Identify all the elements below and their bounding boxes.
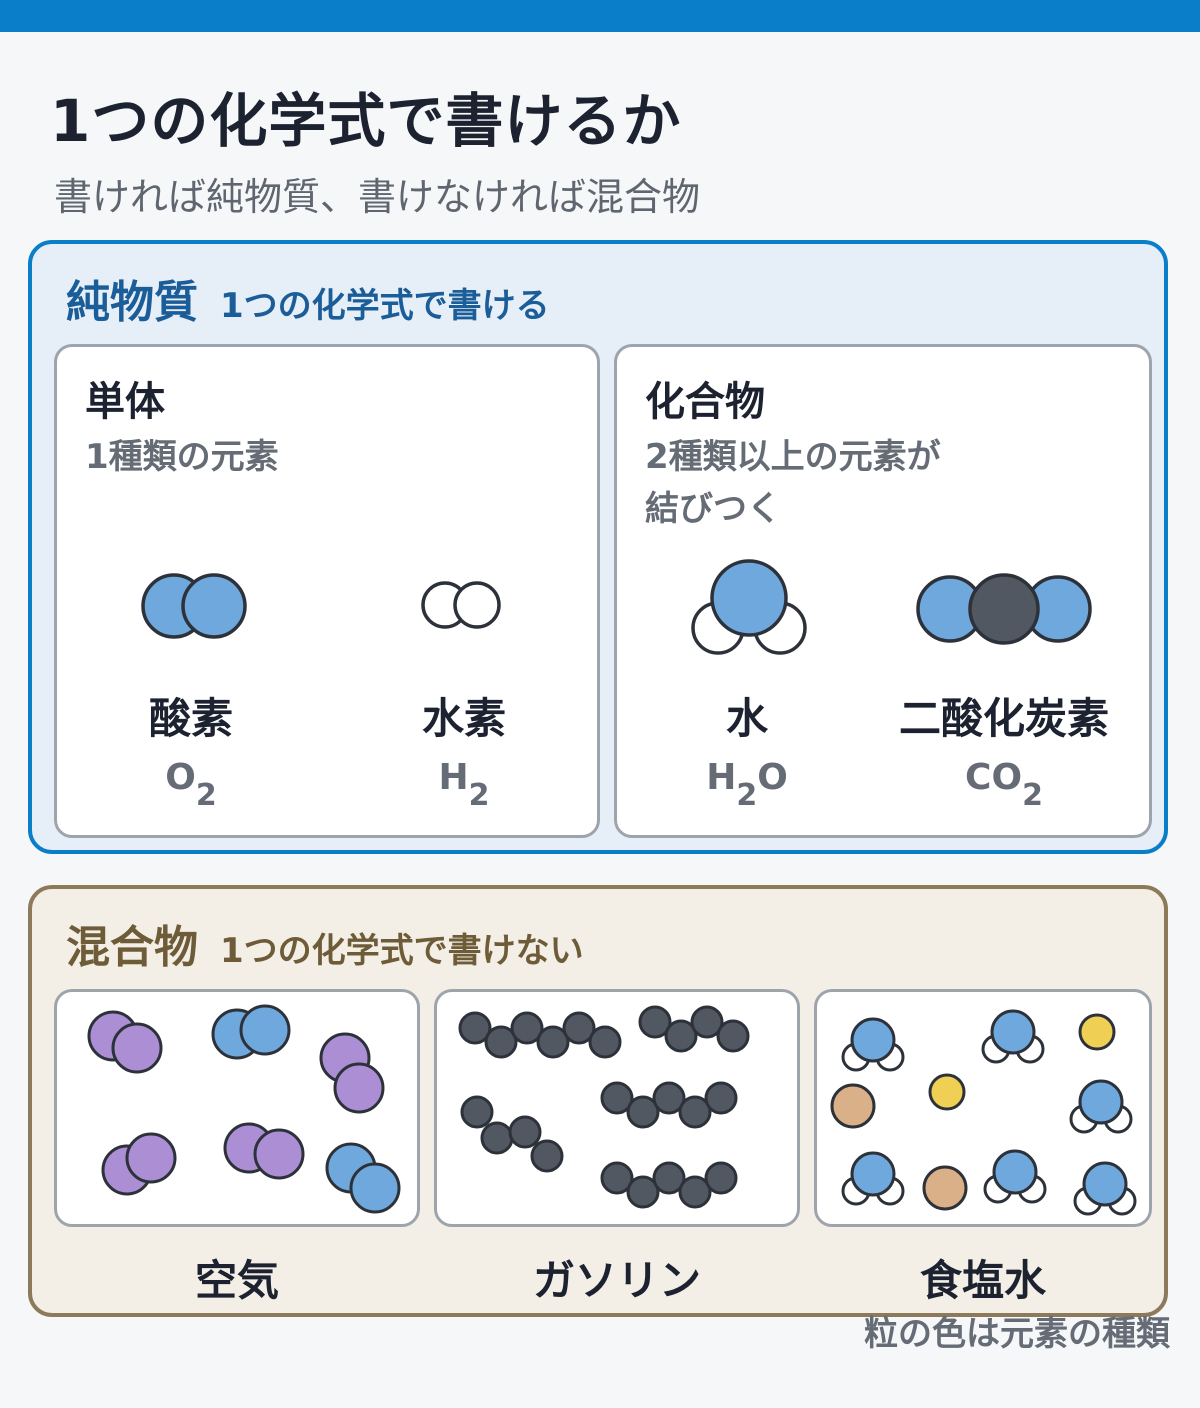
carbon-dioxide-molecule	[916, 573, 1092, 645]
water-formula: H2O	[706, 757, 788, 813]
oxygen-particle	[239, 1004, 291, 1056]
carbon-particle	[562, 1011, 596, 1045]
compound-molecules-svg	[691, 559, 1092, 655]
simple-substance-card: 単体 1種類の元素 酸素 O2 水素 H2	[54, 344, 600, 838]
gasoline-label: ガソリン	[532, 1256, 702, 1305]
saltwater-particles-svg	[830, 1009, 1137, 1216]
carbon-particle	[626, 1095, 660, 1129]
hydrogen-formula: H2	[438, 757, 490, 813]
saltwater-label: 食塩水	[919, 1256, 1047, 1305]
pure-substance-title: 純物質	[66, 277, 198, 328]
carbon-particle	[664, 1019, 698, 1053]
compound-title: 化合物	[645, 379, 765, 425]
footnote: 粒の色は元素の種類	[864, 1314, 1170, 1354]
carbon-particle	[460, 1095, 494, 1129]
carbon-particle	[588, 1025, 622, 1059]
carbon-particle	[480, 1121, 514, 1155]
pure-substance-panel: 純物質 1つの化学式で書ける 単体 1種類の元素 酸素 O2 水素 H2 化合物 …	[28, 240, 1168, 854]
carbon-particle	[716, 1019, 750, 1053]
mixture-subtitle: 1つの化学式で書けない	[220, 931, 584, 971]
carbon-particle	[484, 1025, 518, 1059]
chloride-ion	[922, 1165, 968, 1211]
nitrogen-particle	[253, 1128, 305, 1180]
oxygen-particle	[990, 1009, 1036, 1055]
air-particles-svg	[87, 1004, 401, 1214]
oxygen-particle	[1078, 1079, 1124, 1125]
compound-card: 化合物 2種類以上の元素が 結びつく 水 H2O 二酸化炭素 CO2	[614, 344, 1152, 838]
nitrogen-particle	[111, 1022, 163, 1074]
carbon-particle	[652, 1081, 686, 1115]
carbon-particle	[536, 1025, 570, 1059]
water-name: 水	[725, 694, 769, 743]
carbon-dioxide-formula: CO2	[965, 757, 1043, 813]
simple-substance-desc: 1種類の元素	[85, 437, 279, 477]
oxygen-particle	[850, 1017, 896, 1063]
carbon-particle	[652, 1161, 686, 1195]
carbon-particle	[678, 1175, 712, 1209]
simple-molecules-svg	[141, 573, 501, 639]
gasoline-card	[434, 989, 800, 1227]
air-card	[54, 989, 420, 1227]
nitrogen-particle	[125, 1132, 177, 1184]
sodium-ion	[928, 1073, 966, 1111]
saltwater-card	[814, 989, 1152, 1227]
mixture-heading: 混合物 1つの化学式で書けない	[66, 911, 584, 975]
hydrogen-molecule	[421, 581, 501, 629]
carbon-particle	[704, 1081, 738, 1115]
oxygen-particle	[349, 1162, 401, 1214]
mixture-panel: 混合物 1つの化学式で書けない 空気 ガソリン 食塩水	[28, 885, 1168, 1317]
oxygen-name: 酸素	[148, 694, 234, 743]
compound-desc: 2種類以上の元素が 結びつく	[645, 437, 941, 529]
nitrogen-particle	[333, 1062, 385, 1114]
oxygen-formula: O2	[165, 757, 217, 813]
simple-substance-title: 単体	[85, 379, 165, 425]
carbon-particle	[508, 1115, 542, 1149]
carbon-particle	[690, 1005, 724, 1039]
carbon-particle	[626, 1175, 660, 1209]
carbon-particle	[530, 1139, 564, 1173]
gasoline-particles-svg	[458, 1005, 750, 1209]
top-accent-bar	[0, 0, 1200, 32]
sodium-ion	[1078, 1013, 1116, 1051]
carbon-particle	[678, 1095, 712, 1129]
oxygen-particle	[992, 1149, 1038, 1195]
carbon-particle	[458, 1011, 492, 1045]
oxygen-molecule	[141, 573, 247, 639]
carbon-particle	[704, 1161, 738, 1195]
carbon-particle	[638, 1005, 672, 1039]
hydrogen-name: 水素	[421, 694, 507, 743]
page-subtitle: 書ければ純物質、書けなければ混合物	[54, 175, 701, 219]
pure-substance-subtitle: 1つの化学式で書ける	[220, 286, 550, 326]
mixture-title: 混合物	[66, 922, 198, 973]
air-label: 空気	[194, 1256, 280, 1305]
carbon-dioxide-name: 二酸化炭素	[898, 694, 1110, 743]
carbon-particle	[600, 1081, 634, 1115]
pure-substance-heading: 純物質 1つの化学式で書ける	[66, 266, 550, 330]
oxygen-particle	[1082, 1161, 1128, 1207]
water-molecule	[691, 559, 807, 655]
page-title: 1つの化学式で書けるか	[50, 87, 682, 155]
chloride-ion	[830, 1083, 876, 1129]
carbon-particle	[600, 1161, 634, 1195]
oxygen-particle	[850, 1151, 896, 1197]
carbon-particle	[510, 1011, 544, 1045]
